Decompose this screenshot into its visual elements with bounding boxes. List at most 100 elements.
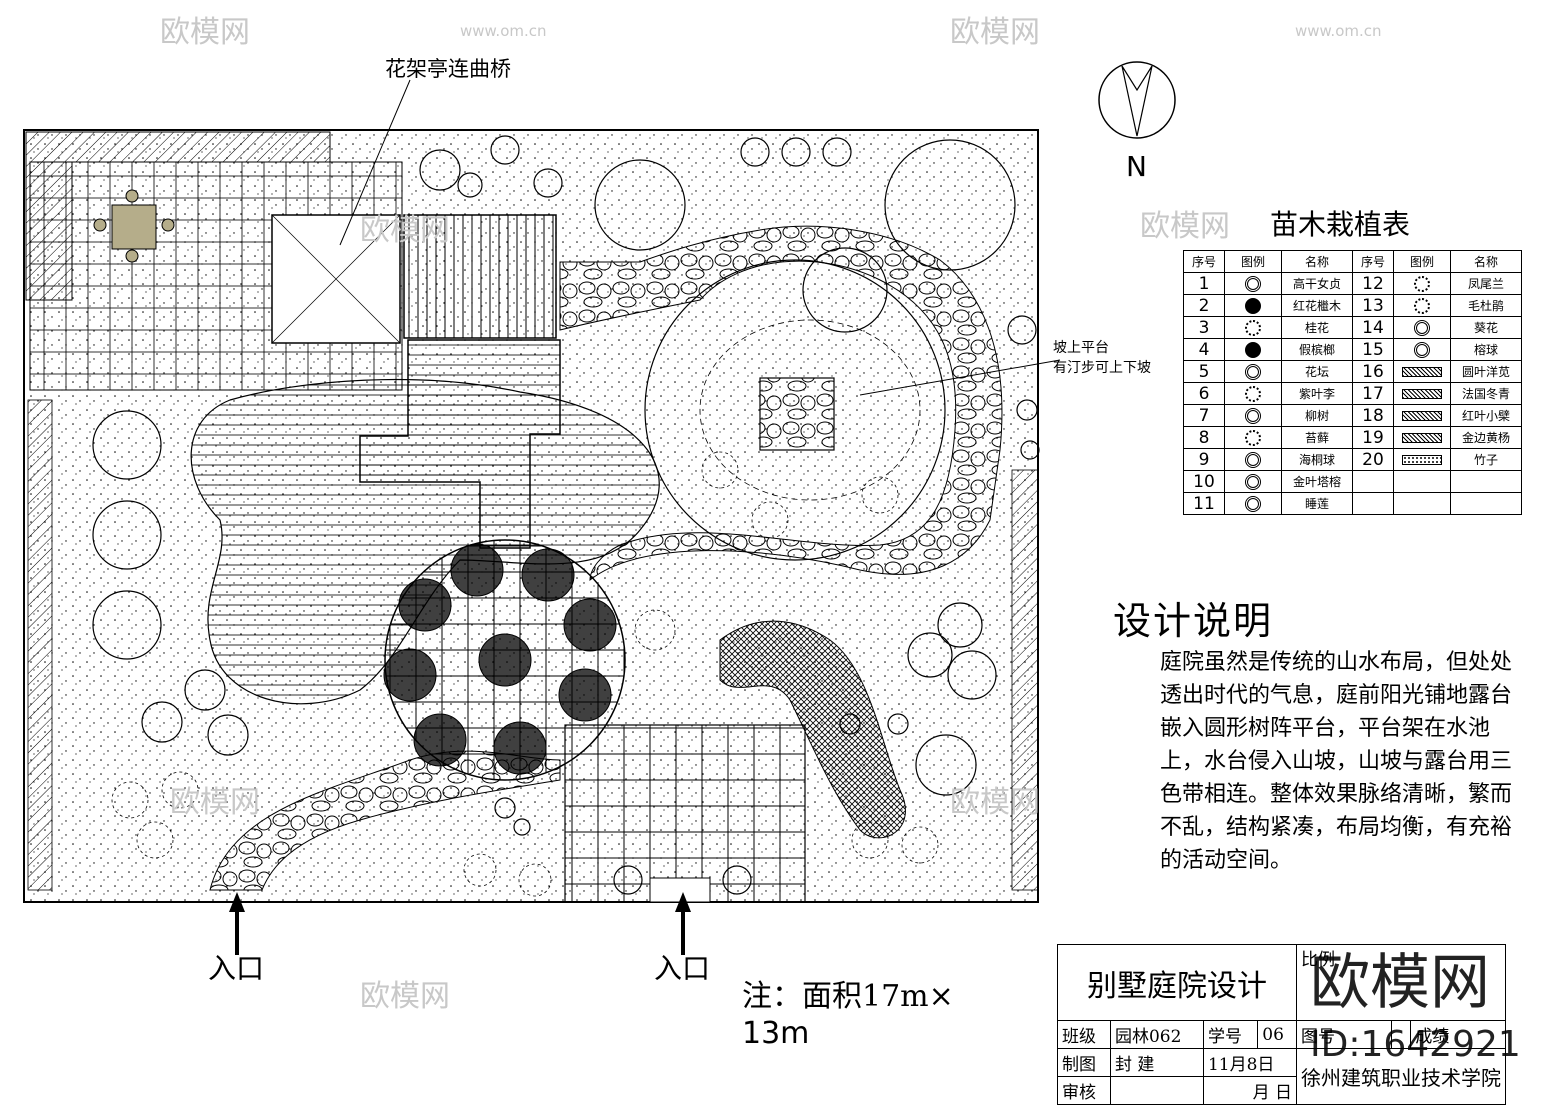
north-arrow: N [1098,61,1176,183]
legend-symbol [1224,272,1282,295]
plaza-trees [383,543,617,775]
legend-header: 名称 [1450,250,1522,273]
legend-symbol [1393,338,1451,361]
plant-symbol-icon [1414,341,1430,358]
plant-symbol-icon [1245,297,1261,314]
plant-symbol-icon [1245,363,1261,380]
slope-platform [759,377,835,451]
legend-symbol [1224,404,1282,427]
legend-symbol [1393,470,1451,493]
side-planting [1011,469,1039,891]
area-note: 注：面积17m× [742,979,954,1014]
legend-number: 7 [1183,404,1225,427]
legend-number: 13 [1352,294,1394,317]
drawing-no-label: 图号 [1296,1020,1392,1049]
legend-plant-name: 桂花 [1281,316,1353,339]
legend-symbol [1224,294,1282,317]
plant-symbol-icon [1245,429,1261,446]
drawn-date: 11月8日 [1202,1048,1298,1077]
legend-plant-name: 榕球 [1450,338,1522,361]
legend-symbol [1393,448,1451,471]
legend-number: 1 [1183,272,1225,295]
legend-row: 10 金叶塔榕 [1183,470,1522,493]
legend-number: 5 [1183,360,1225,383]
student-no-label: 学号 [1202,1020,1259,1049]
legend-plant-name: 苔藓 [1281,426,1353,449]
plant-symbol-icon [1402,366,1442,377]
svg-text:欧模网: 欧模网 [950,15,1040,50]
legend-number: 3 [1183,316,1225,339]
legend-plant-name [1450,492,1522,515]
entrance-label-left: 入口 [208,952,264,985]
legend-header-row: 序号 图例 名称 序号 图例 名称 [1183,250,1522,273]
legend-symbol [1393,492,1451,515]
table-set [111,204,157,250]
legend-number [1352,470,1394,493]
slope-platform-label: 坡上平台 [1053,340,1109,356]
legend-symbol [1393,360,1451,383]
svg-text:欧模网: 欧模网 [360,979,450,1014]
legend-header: 序号 [1183,250,1225,273]
entrance-arrow-left [229,892,245,955]
class-value: 园林062 [1109,1020,1204,1049]
bridge-deck [403,214,557,339]
svg-text:欧模网: 欧模网 [1140,209,1230,244]
north-label: N [1126,150,1147,183]
legend-plant-name: 金叶塔榕 [1281,470,1353,493]
plant-symbol-icon [1245,495,1261,512]
legend-symbol [1224,382,1282,405]
area-note-cont: 13m [742,1016,809,1051]
stone-path [209,750,561,891]
legend-symbol [1224,448,1282,471]
review-label: 审核 [1057,1076,1111,1105]
legend-number: 11 [1183,492,1225,515]
plant-symbol-icon [1245,341,1261,358]
plant-symbol-icon [1414,297,1430,314]
legend-plant-name: 紫叶李 [1281,382,1353,405]
title-block: 别墅庭院设计 比例 班级 园林062 学号 06 图号 成绩 制图 封 建 11… [1057,944,1506,1105]
legend-plant-name: 法国冬青 [1450,382,1522,405]
legend-plant-name: 假槟榔 [1281,338,1353,361]
drawn-value: 封 建 [1109,1048,1204,1077]
svg-text:欧模网: 欧模网 [950,785,1040,820]
legend-symbol [1224,316,1282,339]
legend-symbol [1224,338,1282,361]
drawing-no-value [1390,1020,1412,1049]
legend-symbol [1393,272,1451,295]
chair [161,218,175,232]
legend-plant-name: 红叶小檗 [1450,404,1522,427]
plant-symbol-icon [1402,410,1442,421]
class-label: 班级 [1057,1020,1111,1049]
svg-text:www.om.cn: www.om.cn [1295,22,1382,40]
legend-symbol [1393,316,1451,339]
plant-symbol-icon [1402,388,1442,399]
school-name: 徐州建筑职业技术学院 [1296,1048,1506,1105]
svg-text:欧模网: 欧模网 [360,213,450,248]
legend-header: 图例 [1224,250,1282,273]
legend-plant-name: 竹子 [1450,448,1522,471]
legend-plant-name: 圆叶洋苋 [1450,360,1522,383]
plant-symbol-icon [1414,319,1430,336]
legend-number [1352,492,1394,515]
legend-plant-name: 高干女贞 [1281,272,1353,295]
legend-number: 15 [1352,338,1394,361]
plant-symbol-icon [1245,275,1261,292]
svg-text:欧模网: 欧模网 [170,785,260,820]
svg-text:欧模网: 欧模网 [160,15,250,50]
plant-symbol-icon [1245,473,1261,490]
legend-number: 10 [1183,470,1225,493]
legend-symbol [1224,426,1282,449]
legend-number: 14 [1352,316,1394,339]
legend-symbol [1393,404,1451,427]
legend-header: 序号 [1352,250,1394,273]
